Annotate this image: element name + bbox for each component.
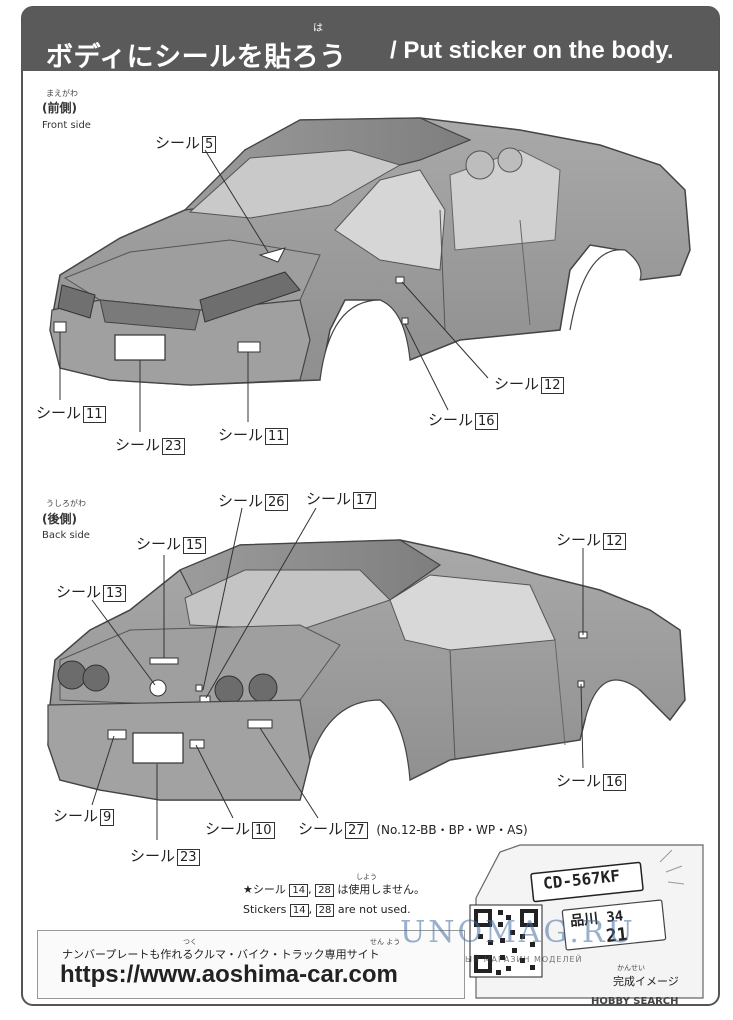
callout-label: シール [218, 426, 264, 444]
completion-label: 完成イメージ [613, 975, 679, 988]
callout-label: シール [36, 404, 82, 422]
callout-label: シール [306, 490, 352, 508]
unused-stickers-note-en: Stickers 14, 28 are not used. [243, 903, 411, 917]
callout-label: シール [115, 436, 161, 454]
sticker-number: 28 [315, 904, 335, 917]
sticker-number: 17 [353, 492, 376, 509]
footer-ruby-senyou: せん よう [370, 938, 401, 946]
note-separator: , [308, 903, 313, 916]
unused-stickers-note-jp: ★シール 14, 28 は使用しません。 [243, 881, 425, 897]
note-prefix: ★シール [243, 883, 286, 896]
title-english: / Put sticker on the body. [390, 37, 674, 64]
sticker-number: 16 [475, 413, 498, 430]
callout-label: シール [130, 847, 176, 865]
sticker-number: 23 [177, 849, 200, 866]
back-label-en: Back side [42, 530, 90, 541]
sticker-number: 15 [183, 537, 206, 554]
callout-label: シール [556, 531, 602, 549]
back-car-body-drawing [47, 539, 686, 801]
sticker-number: 28 [315, 884, 334, 897]
callout-label: シール [136, 535, 182, 553]
note-separator: , [308, 883, 312, 896]
website-link[interactable]: https://www.aoshima-car.com [60, 961, 398, 988]
callout-label: シール [428, 411, 474, 429]
footer-ruby-tsuku: つく [183, 938, 197, 946]
callout-label: シール [56, 583, 102, 601]
sticker-number: 13 [103, 585, 126, 602]
note-suffix: are not used. [337, 903, 411, 916]
back-leader-lines [91, 507, 584, 840]
note-suffix: は使用しません。 [337, 883, 426, 896]
front-label-jp: (前側) [42, 101, 77, 115]
callout-label: シール [205, 820, 251, 838]
sticker-number: 14 [289, 884, 309, 897]
callout-label: シール [155, 134, 201, 152]
callout-label: シール [53, 807, 99, 825]
sticker-number: 23 [162, 438, 185, 455]
callout-label: シール [218, 492, 264, 510]
callout-label: シール [298, 820, 344, 838]
footer-promo-text: ナンバープレートも作れるクルマ・バイク・トラック専用サイト [62, 948, 380, 961]
sticker-number: 14 [289, 904, 309, 917]
sticker-number: 10 [252, 822, 275, 839]
sticker-number: 12 [541, 377, 564, 394]
watermark-sub: ЫЙ МАГАЗИН МОДЕЛЕЙ [465, 955, 583, 964]
watermark: UNOMAG.RU [400, 915, 636, 950]
front-label-ruby: まえがわ [46, 89, 78, 98]
note-prefix: Stickers [243, 903, 287, 916]
completion-ruby: かんせい [617, 964, 645, 972]
sticker-number: 27 [345, 822, 368, 839]
back-label-ruby: うしろがわ [46, 499, 86, 508]
title-ruby: は [313, 23, 323, 34]
sticker-number: 11 [265, 428, 288, 445]
source-label: HOBBY SEARCH [591, 996, 679, 1007]
sticker-number: 5 [202, 136, 217, 153]
sticker-number: 16 [603, 774, 626, 791]
callout-27-variants: (No.12-BB・BP・WP・AS) [376, 823, 528, 837]
footer-box [37, 930, 465, 999]
title-japanese: ボディにシールを貼ろう [46, 42, 347, 73]
sticker-number: 9 [100, 809, 115, 826]
note-ruby: しよう [356, 873, 377, 881]
qr-code [469, 904, 543, 978]
sticker-number: 11 [83, 406, 106, 423]
back-label-jp: (後側) [42, 512, 77, 526]
sticker-number: 26 [265, 494, 288, 511]
front-label-en: Front side [42, 120, 91, 131]
front-leader-lines [59, 149, 489, 432]
callout-label: シール [556, 772, 602, 790]
front-car-body-drawing [49, 117, 691, 386]
title-bar: は ボディにシールを貼ろう / Put sticker on the body. [22, 7, 719, 73]
callout-label: シール [494, 375, 540, 393]
sticker-number: 12 [603, 533, 626, 550]
